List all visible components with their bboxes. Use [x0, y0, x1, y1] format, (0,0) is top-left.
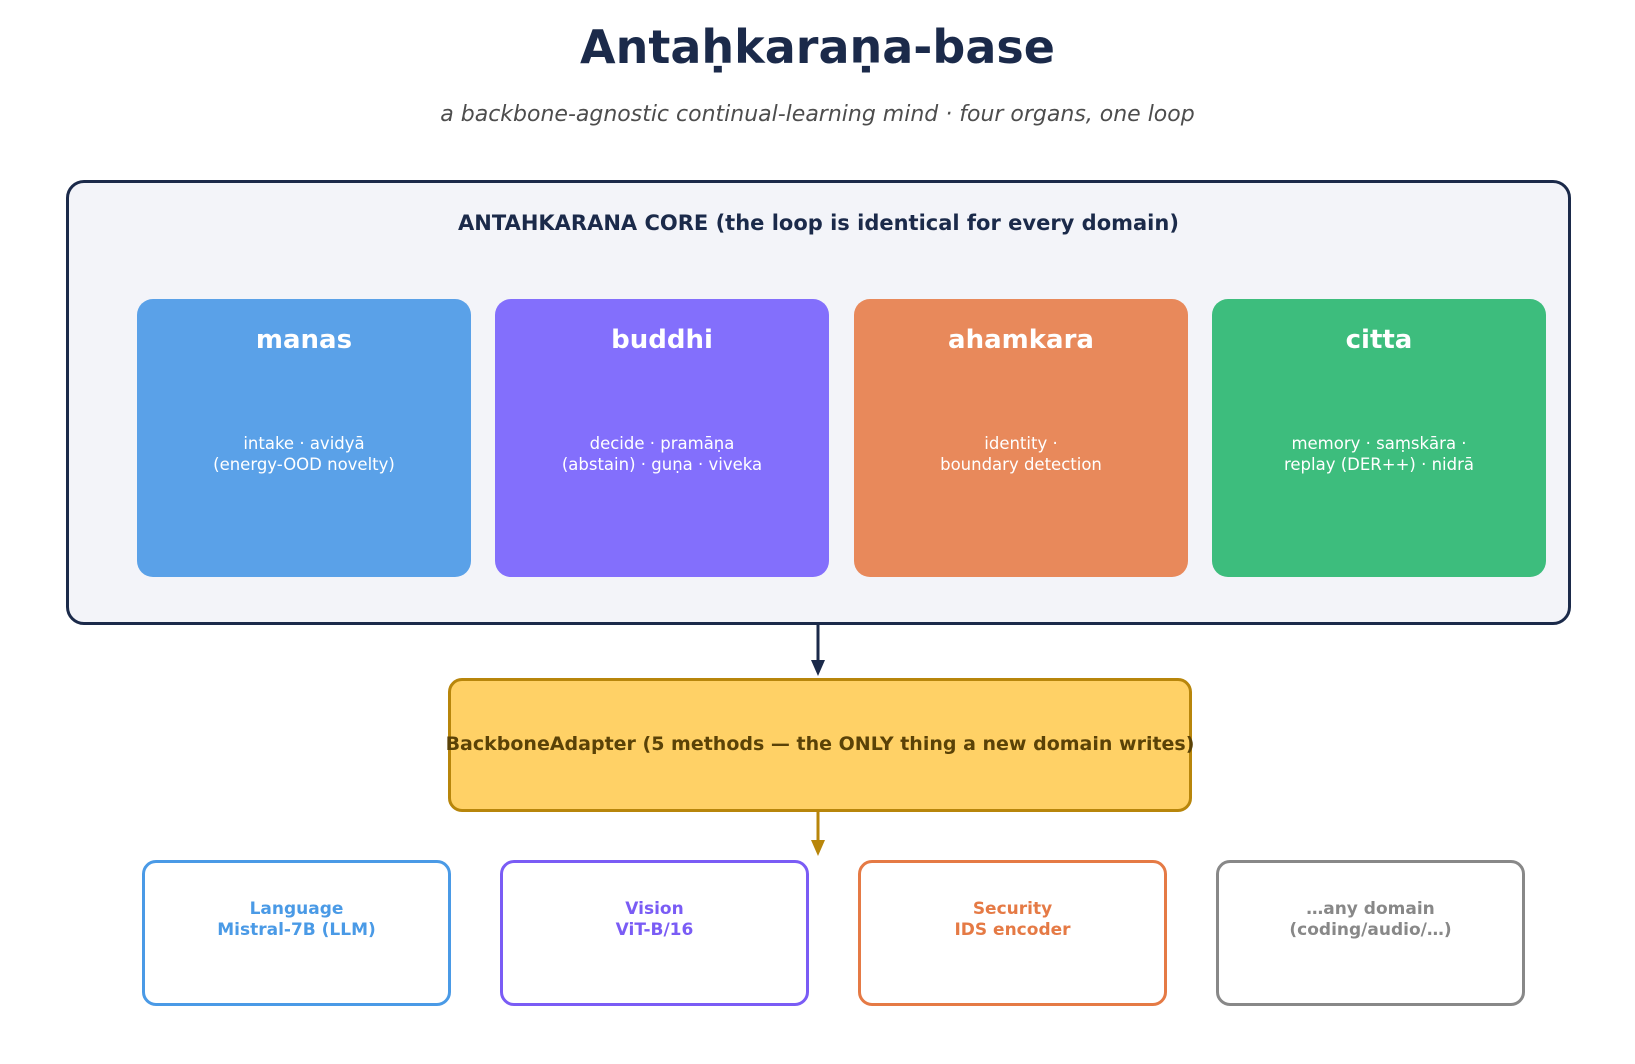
domain-backbone: Mistral-7B (LLM): [217, 920, 376, 940]
organ-citta: citta memory · saṃskāra · replay (DER++)…: [1212, 299, 1546, 577]
adapter-to-domains-arrowhead: [811, 840, 825, 856]
organ-name: ahamkara: [948, 325, 1094, 355]
organ-description: memory · saṃskāra · replay (DER++) · nid…: [1283, 434, 1475, 474]
domain-security: Security IDS encoder: [858, 860, 1167, 1006]
domain-label: Vision ViT-B/16: [503, 899, 806, 941]
domain-language: Language Mistral-7B (LLM): [142, 860, 451, 1006]
organ-name: citta: [1345, 325, 1413, 355]
domain-name: Language: [249, 899, 344, 919]
core-to-adapter-arrowhead: [811, 660, 825, 676]
organ-name: buddhi: [611, 325, 713, 355]
organ-description: identity · boundary detection: [940, 434, 1102, 474]
organ-ahamkara: ahamkara identity · boundary detection: [854, 299, 1188, 577]
backbone-adapter-label: BackboneAdapter (5 methods — the ONLY th…: [445, 733, 1195, 755]
domain-name: Security: [972, 899, 1053, 919]
domain-name: …any domain: [1306, 899, 1435, 919]
domain-label: …any domain (coding/audio/…): [1219, 899, 1522, 941]
diagram-subtitle: a backbone-agnostic continual-learning m…: [440, 102, 1195, 127]
organ-name: manas: [255, 325, 353, 355]
organ-description: intake · avidyā (energy-OOD novelty): [213, 434, 395, 474]
domain-backbone: IDS encoder: [954, 920, 1071, 940]
organ-description: decide · pramāṇa (abstain) · guṇa · vive…: [561, 434, 763, 474]
domain-label: Language Mistral-7B (LLM): [145, 899, 448, 941]
domain-vision: Vision ViT-B/16: [500, 860, 809, 1006]
domain-label: Security IDS encoder: [861, 899, 1164, 941]
domain-backbone: ViT-B/16: [615, 920, 694, 940]
organ-buddhi: buddhi decide · pramāṇa (abstain) · guṇa…: [495, 299, 829, 577]
core-title: ANTAHKARANA CORE (the loop is identical …: [458, 211, 1179, 235]
diagram-title: Antaḥkaraṇa-base: [580, 20, 1055, 74]
domain-backbone: (coding/audio/…): [1289, 920, 1452, 940]
organ-manas: manas intake · avidyā (energy-OOD novelt…: [137, 299, 471, 577]
domain-any: …any domain (coding/audio/…): [1216, 860, 1525, 1006]
core-container: ANTAHKARANA CORE (the loop is identical …: [66, 180, 1571, 625]
backbone-adapter-box: BackboneAdapter (5 methods — the ONLY th…: [446, 678, 1194, 812]
domain-name: Vision: [625, 899, 684, 919]
